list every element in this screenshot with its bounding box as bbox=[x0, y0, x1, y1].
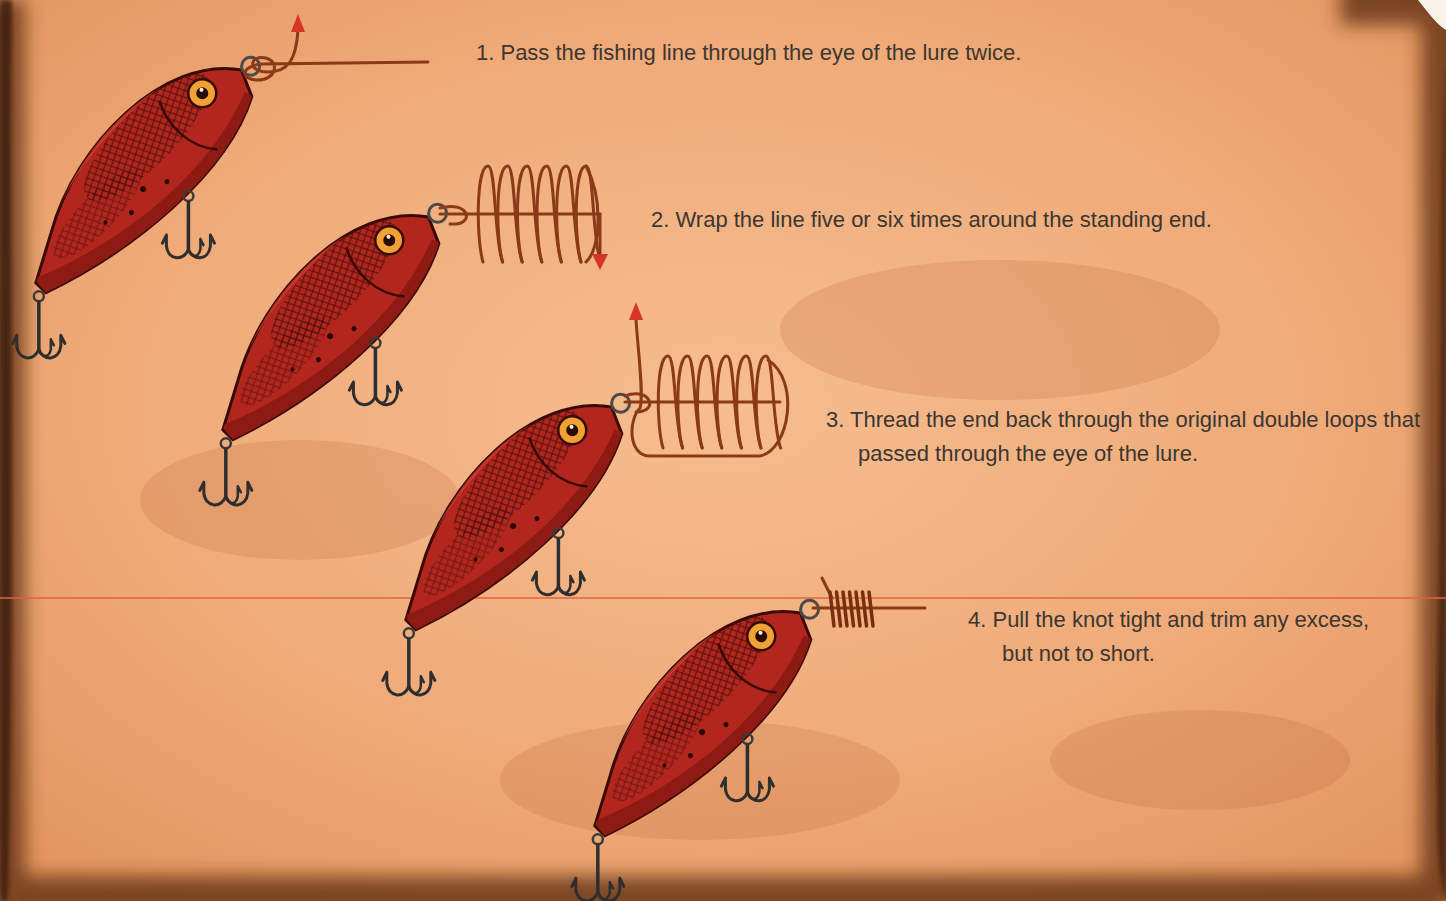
line-wrap bbox=[850, 592, 854, 626]
line-wrap bbox=[863, 592, 867, 626]
fishing-line bbox=[245, 30, 925, 626]
line-wrap bbox=[830, 592, 834, 626]
rule-line bbox=[0, 597, 1446, 599]
line-wrap bbox=[869, 592, 873, 626]
line-wrap bbox=[843, 592, 847, 626]
line-wrap bbox=[856, 592, 860, 626]
step-text: 4. Pull the knot tight and trim any exce… bbox=[968, 603, 1388, 671]
step-text: 3. Thread the end back through the origi… bbox=[826, 403, 1432, 471]
line-wrap bbox=[837, 592, 841, 626]
step-text: 2. Wrap the line five or six times aroun… bbox=[651, 203, 1431, 237]
step-text: 1. Pass the fishing line through the eye… bbox=[476, 36, 1296, 70]
line-wrap bbox=[576, 166, 600, 262]
